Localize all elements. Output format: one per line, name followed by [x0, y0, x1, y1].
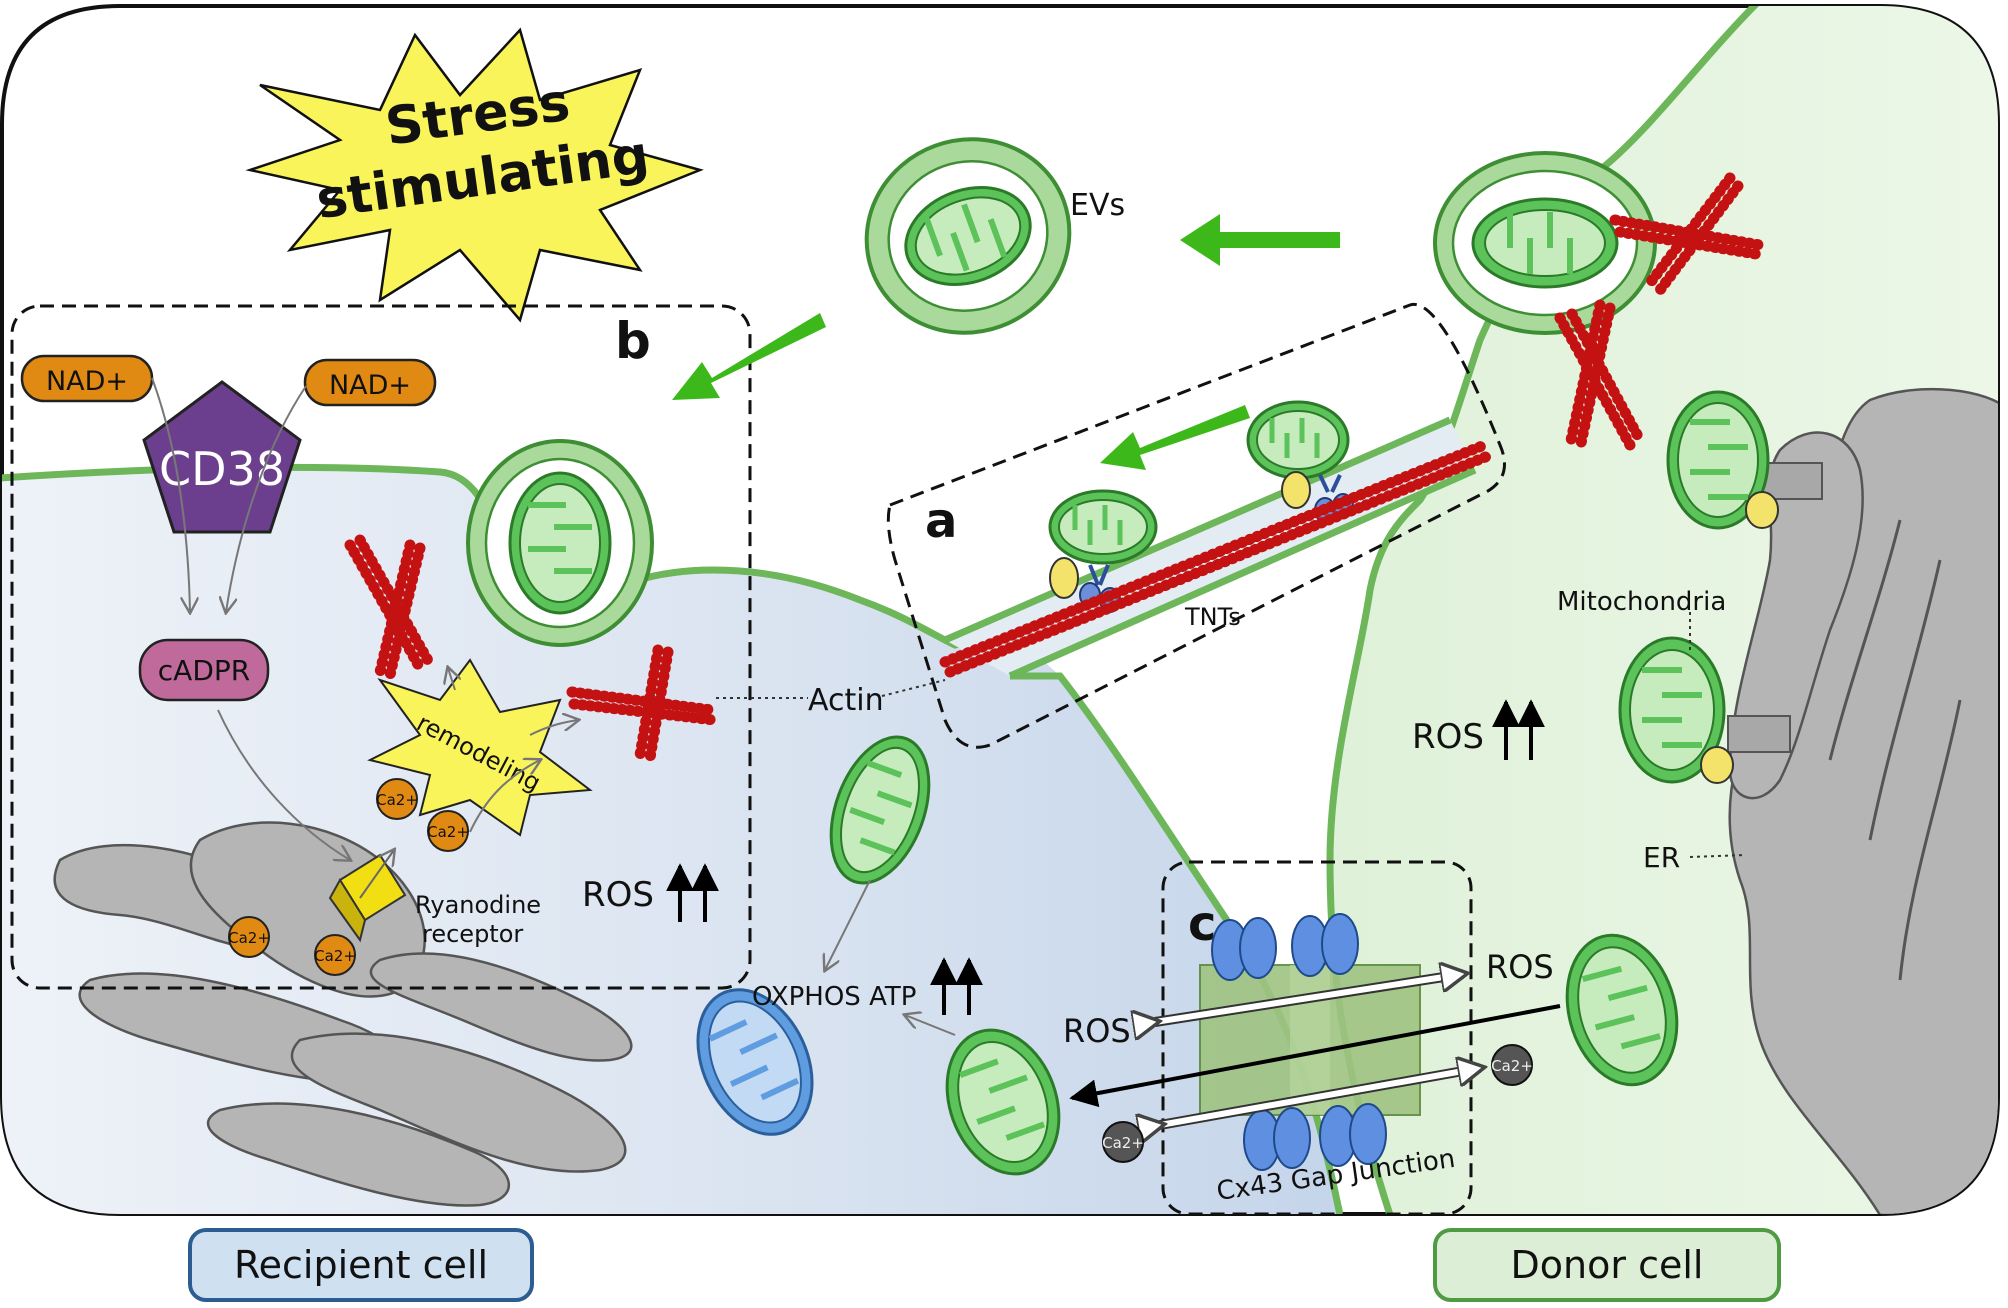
- cd38-pentagon: [142, 380, 302, 534]
- mitochondrion-free-1: [829, 735, 931, 885]
- cadpr-to-ryr-arrow: [217, 709, 350, 860]
- svg-text:Ca2+: Ca2+: [314, 947, 356, 965]
- recipient-cell-legend: Recipient cell: [188, 1228, 534, 1302]
- calcium-ion-gap-left: Ca2+: [1102, 1121, 1144, 1163]
- mitochondrion-blue: [696, 988, 814, 1136]
- svg-text:Ca2+: Ca2+: [427, 823, 469, 841]
- nad-label-1: NAD+: [46, 366, 128, 397]
- mitochondria-label: Mitochondria: [1557, 587, 1726, 617]
- svg-text:Ca2+: Ca2+: [228, 929, 270, 947]
- gap-junction-arrows-inner: [1155, 974, 1480, 1125]
- mitochondria-transfer-arrow: [1069, 1004, 1561, 1108]
- ros-label-gap-right: ROS: [1486, 948, 1554, 986]
- calcium-ion-2: Ca2+: [427, 810, 469, 852]
- calcium-ion-1: Ca2+: [376, 778, 418, 820]
- cd38-label: CD38: [159, 442, 285, 496]
- mitochondrion-donor-er-2: [1618, 636, 1791, 784]
- region-b-box: [10, 304, 752, 990]
- stress-starburst: Stress stimulating: [245, 27, 704, 323]
- ros-label-gap-left: ROS: [1063, 1012, 1131, 1050]
- nad-arrows: [151, 377, 307, 612]
- ryanodine-label-line2: receptor: [422, 920, 523, 948]
- ryanodine-label-line1: Ryanodine: [415, 891, 541, 919]
- remodeling-arrows: [448, 668, 578, 833]
- calcium-ion-4: Ca2+: [314, 934, 356, 976]
- nad-label-2: NAD+: [329, 370, 411, 401]
- mitochondrion-donor-gap: [1565, 933, 1679, 1087]
- region-b-label: b: [615, 312, 651, 370]
- svg-text:Ca2+: Ca2+: [376, 791, 418, 809]
- calcium-ion-gap-right: Ca2+: [1491, 1044, 1533, 1086]
- mitochondrion-free-2: [945, 1028, 1061, 1176]
- cadpr-label: cADPR: [158, 654, 250, 687]
- oxphos-label: OXPHOS ATP: [752, 982, 916, 1012]
- svg-text:Ca2+: Ca2+: [1491, 1057, 1533, 1075]
- donor-cell-legend: Donor cell: [1433, 1228, 1781, 1302]
- ev-vesicle: [864, 137, 1072, 335]
- green-arrows: [672, 214, 1340, 470]
- tnts-label: TNTs: [1184, 603, 1241, 631]
- oxphos-input-arrows: [825, 879, 956, 1036]
- cadpr-pill: [138, 638, 270, 702]
- er-label: ER: [1643, 841, 1680, 874]
- ros-label-box-b: ROS: [582, 875, 654, 915]
- actin-label: Actin: [808, 683, 884, 718]
- ryanodine-receptor: [328, 850, 407, 943]
- donor-er-lumen: [1828, 519, 1962, 981]
- ros-up-arrows-b: [666, 863, 719, 922]
- oxphos-up-arrows: [930, 957, 983, 1015]
- svg-text:Ca2+: Ca2+: [1102, 1134, 1144, 1152]
- region-a-box: [886, 302, 1506, 749]
- mitochondrion-donor-er-1: [1666, 390, 1823, 530]
- donor-budding-vesicle: [1433, 151, 1657, 335]
- evs-label: EVs: [1070, 188, 1125, 223]
- ros-label-donor: ROS: [1412, 717, 1484, 757]
- calcium-ion-3: Ca2+: [228, 916, 270, 958]
- recipient-budding-vesicle: [466, 439, 654, 647]
- remodeling-starburst: [367, 658, 593, 837]
- actin-filaments: [344, 172, 1768, 764]
- actin-leader-lines: [716, 612, 1746, 858]
- ros-up-arrows-donor: [1492, 699, 1545, 760]
- nad-pill-2: [303, 358, 437, 407]
- donor-er: [1728, 387, 1998, 1214]
- region-a-label: a: [925, 493, 957, 549]
